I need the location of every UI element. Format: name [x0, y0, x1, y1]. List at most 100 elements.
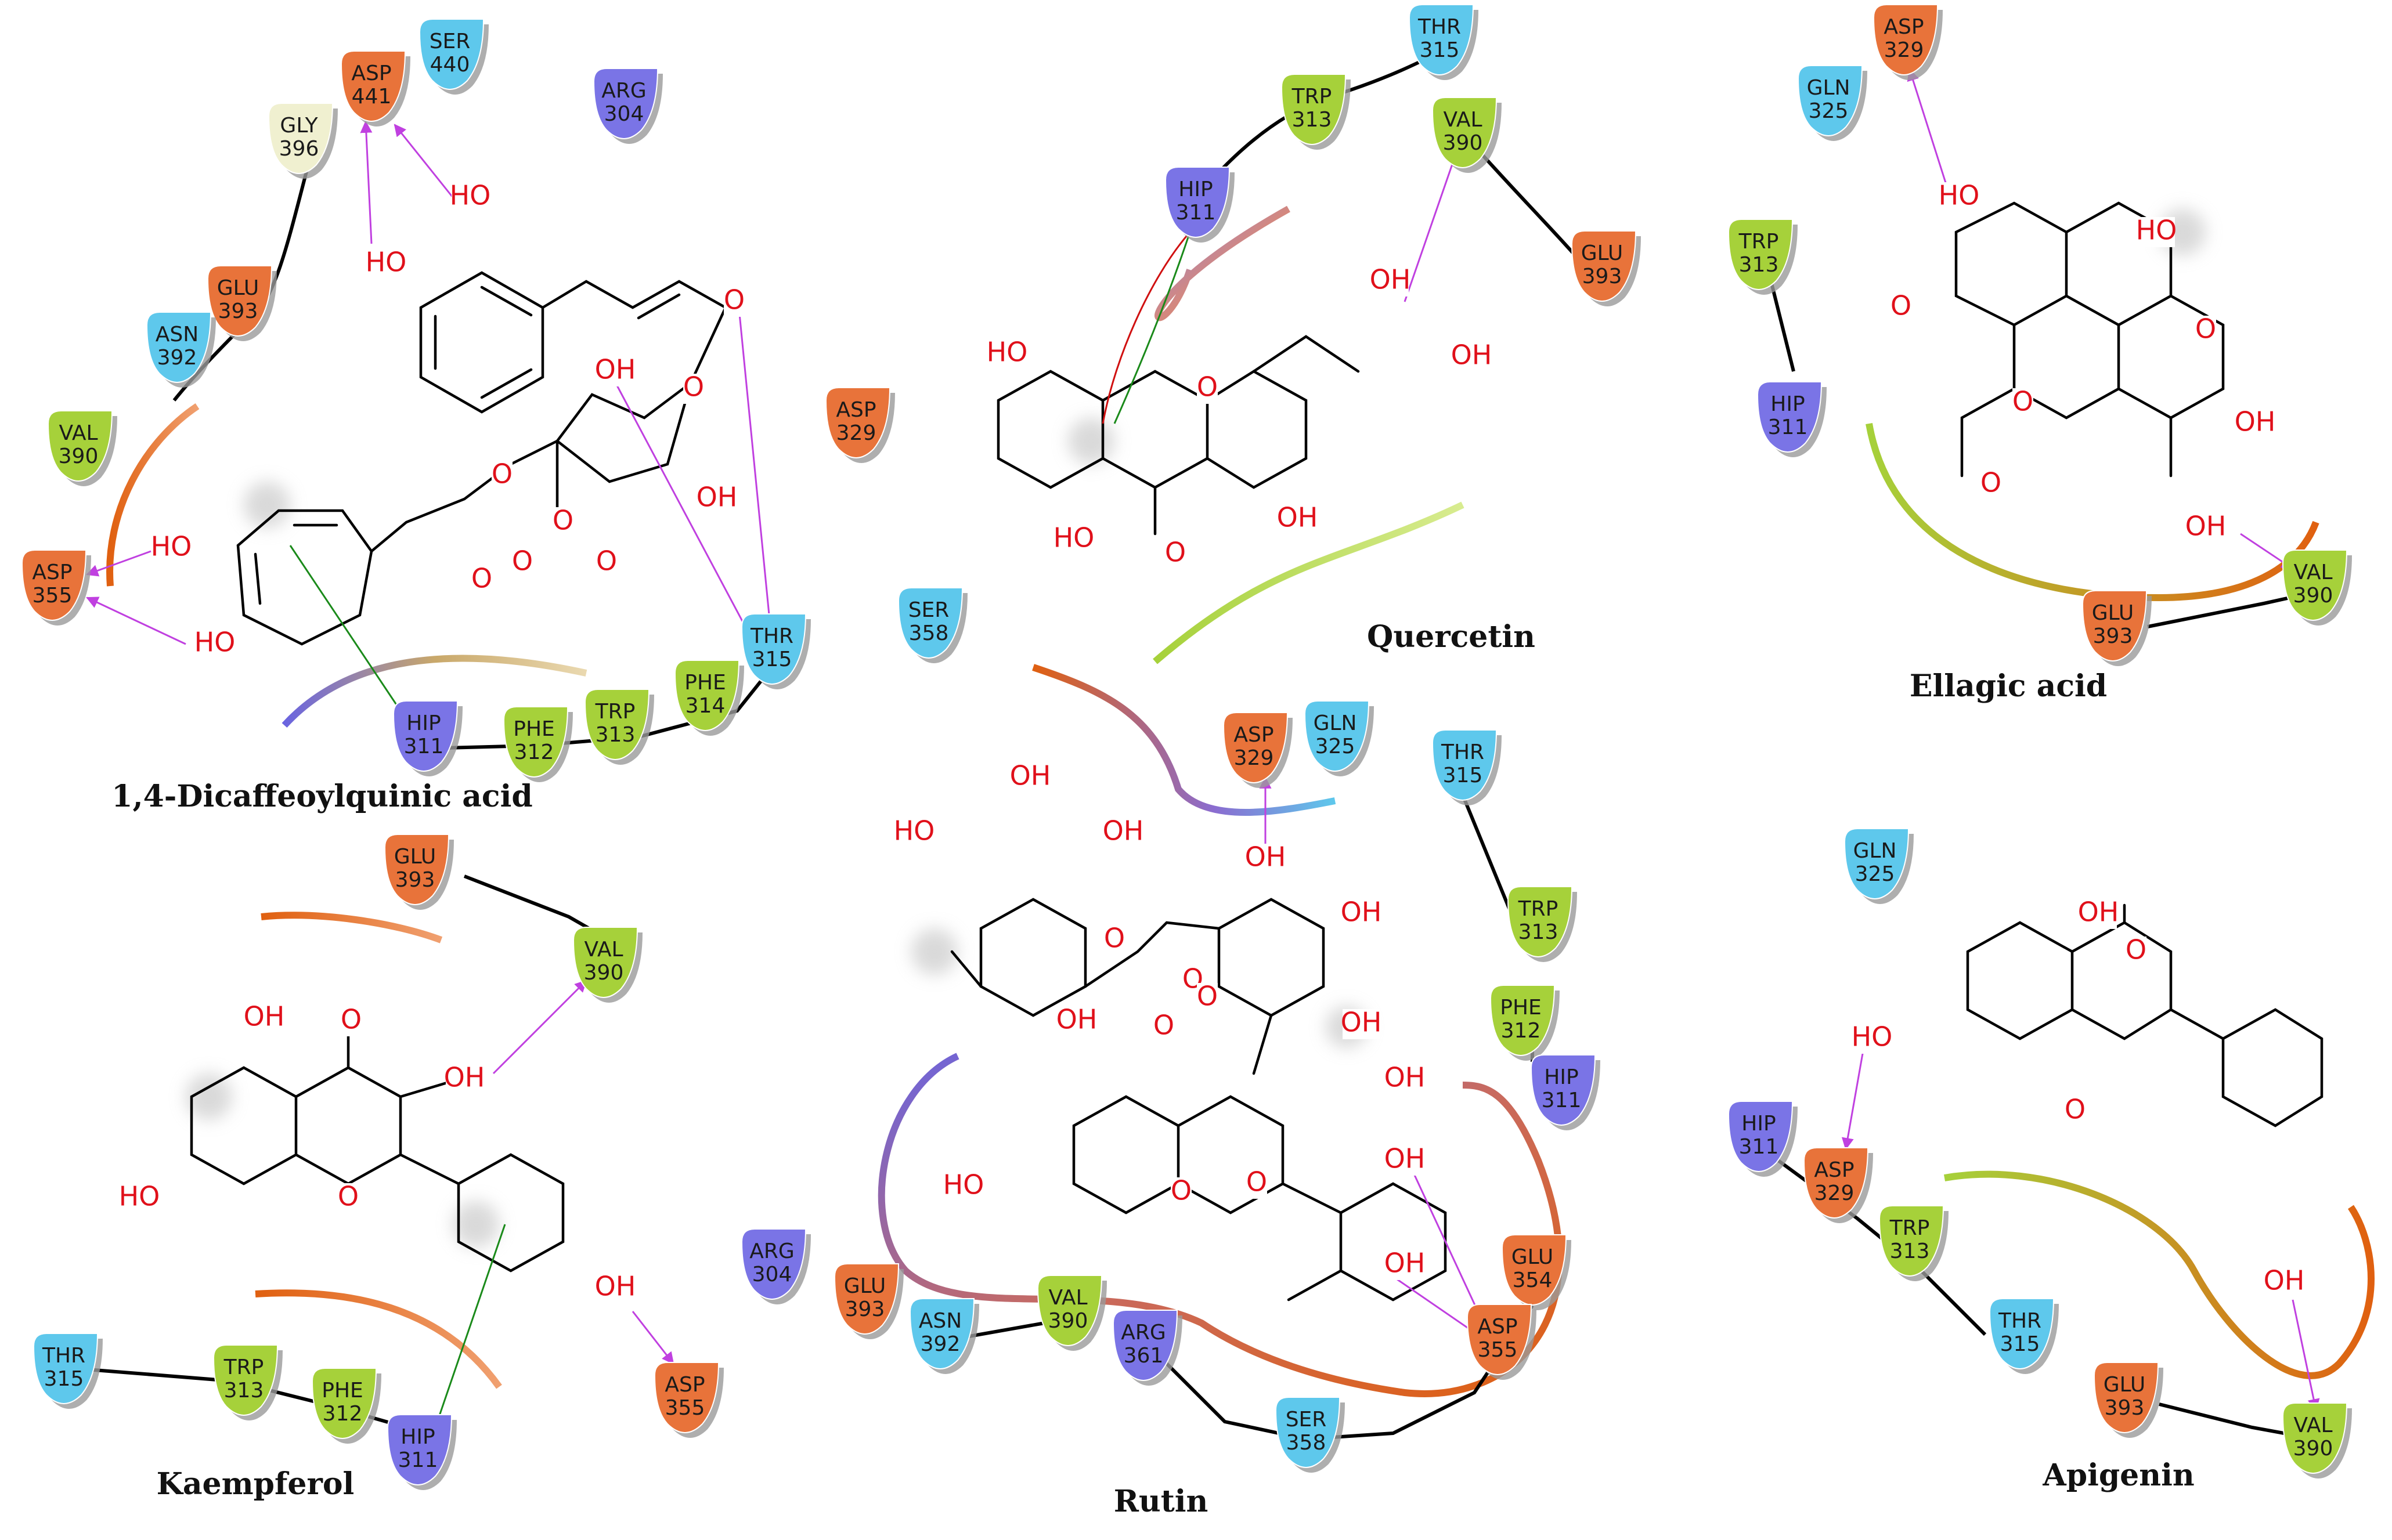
- atom-label-bg: [1890, 292, 1911, 323]
- residue-code: VAL: [1443, 108, 1482, 132]
- compound-name-dicaffeoylquinic: 1,4-Dicaffeoylquinic acid: [111, 779, 532, 814]
- compound-name-ellagic-acid: Ellagic acid: [1910, 668, 2107, 704]
- atom-label-bg: [1153, 1012, 1174, 1042]
- atom-label: OH: [595, 354, 636, 385]
- residue-number: 313: [1518, 920, 1558, 944]
- residue-number: 390: [2293, 1437, 2333, 1461]
- residue-code: ASP: [665, 1373, 705, 1397]
- atom-label: O: [1153, 1010, 1174, 1041]
- residue-code: ASP: [1884, 15, 1924, 39]
- residue-code: ARG: [749, 1239, 795, 1263]
- residue-code: GLU: [844, 1274, 886, 1298]
- ligand-kaempferol: [186, 1031, 565, 1273]
- residue-code: ASN: [156, 323, 199, 346]
- panel-ellagic-acid: [1769, 68, 2319, 628]
- atom-label: O: [471, 563, 492, 594]
- atom-label-bg: [512, 548, 533, 578]
- residue-code: TRP: [1518, 897, 1558, 921]
- residue-number: 329: [1814, 1181, 1855, 1205]
- atom-label: O: [1197, 981, 1218, 1012]
- residue-code: VAL: [584, 938, 623, 961]
- residue-code: VAL: [1048, 1286, 1087, 1310]
- residue-number: 355: [1478, 1338, 1518, 1362]
- residue-code: SER: [430, 30, 471, 53]
- atom-label: O: [492, 458, 513, 490]
- residue-number: 311: [1542, 1089, 1582, 1112]
- residue-number: 315: [44, 1367, 84, 1391]
- atom-label-bg: [246, 1003, 283, 1033]
- atom-label-bg: [1197, 374, 1218, 404]
- residue-number: 311: [1768, 415, 1808, 439]
- compound-name-quercetin: Quercetin: [1367, 619, 1535, 655]
- atom-label-bg: [341, 1006, 362, 1036]
- atom-label: O: [553, 505, 573, 536]
- atom-label: O: [1171, 1175, 1192, 1206]
- residue-number: 311: [1739, 1135, 1779, 1159]
- atom-label: O: [1890, 290, 1911, 321]
- atom-label: OH: [1341, 1007, 1382, 1038]
- residue-code: ASP: [1814, 1158, 1854, 1182]
- residue-number: 313: [1739, 253, 1779, 277]
- residue-code: GLU: [1511, 1245, 1554, 1269]
- atom-label-bg: [2265, 1267, 2303, 1297]
- atom-label-bg: [153, 533, 190, 563]
- residue-code: VAL: [2293, 1414, 2332, 1437]
- residue-number: 325: [1809, 99, 1849, 123]
- panel-dicaffeoylquinic-acid: [86, 120, 774, 750]
- residue-code: THR: [1998, 1309, 2041, 1333]
- atom-label-bg: [1980, 469, 2001, 500]
- residue-code: ARG: [601, 79, 647, 103]
- residue-number: 329: [1234, 746, 1274, 770]
- residue-code: VAL: [59, 421, 98, 445]
- atom-label-bg: [1853, 1024, 1890, 1054]
- atom-label-bg: [492, 461, 513, 491]
- residue-code: THR: [42, 1344, 85, 1368]
- residue-number: 393: [2093, 624, 2133, 648]
- residue-number: 312: [514, 740, 554, 764]
- residue-number: 311: [404, 735, 444, 758]
- atom-label: OH: [1384, 1143, 1426, 1174]
- residue-code: PHE: [1500, 996, 1542, 1020]
- atom-label-bg: [2195, 316, 2216, 346]
- residue-number: 312: [323, 1402, 363, 1426]
- atom-label-bg: [1940, 182, 1978, 212]
- residue-number: 393: [218, 299, 258, 323]
- atom-label-bg: [1386, 1064, 1423, 1094]
- residue-code: THR: [1417, 15, 1461, 39]
- residue-code: THR: [1441, 740, 1484, 764]
- atom-label: HO: [366, 247, 407, 278]
- residue-number: 390: [584, 961, 624, 985]
- residue-number: 358: [909, 621, 949, 645]
- residue-number: 393: [395, 868, 435, 892]
- atom-label: OH: [1451, 339, 1492, 371]
- atom-label: OH: [595, 1271, 636, 1302]
- atom-label-bg: [2187, 513, 2224, 543]
- residue-number: 304: [752, 1263, 792, 1286]
- atom-label-bg: [1246, 1169, 1267, 1199]
- compound-name-kaempferol: Kaempferol: [157, 1466, 355, 1502]
- atom-label: O: [512, 545, 533, 577]
- atom-label-bg: [1197, 983, 1218, 1013]
- residue-number: 440: [430, 53, 470, 77]
- ligand-ellagic: [1954, 201, 2225, 478]
- residue-number: 315: [1420, 38, 1460, 62]
- atom-label: O: [1246, 1166, 1267, 1198]
